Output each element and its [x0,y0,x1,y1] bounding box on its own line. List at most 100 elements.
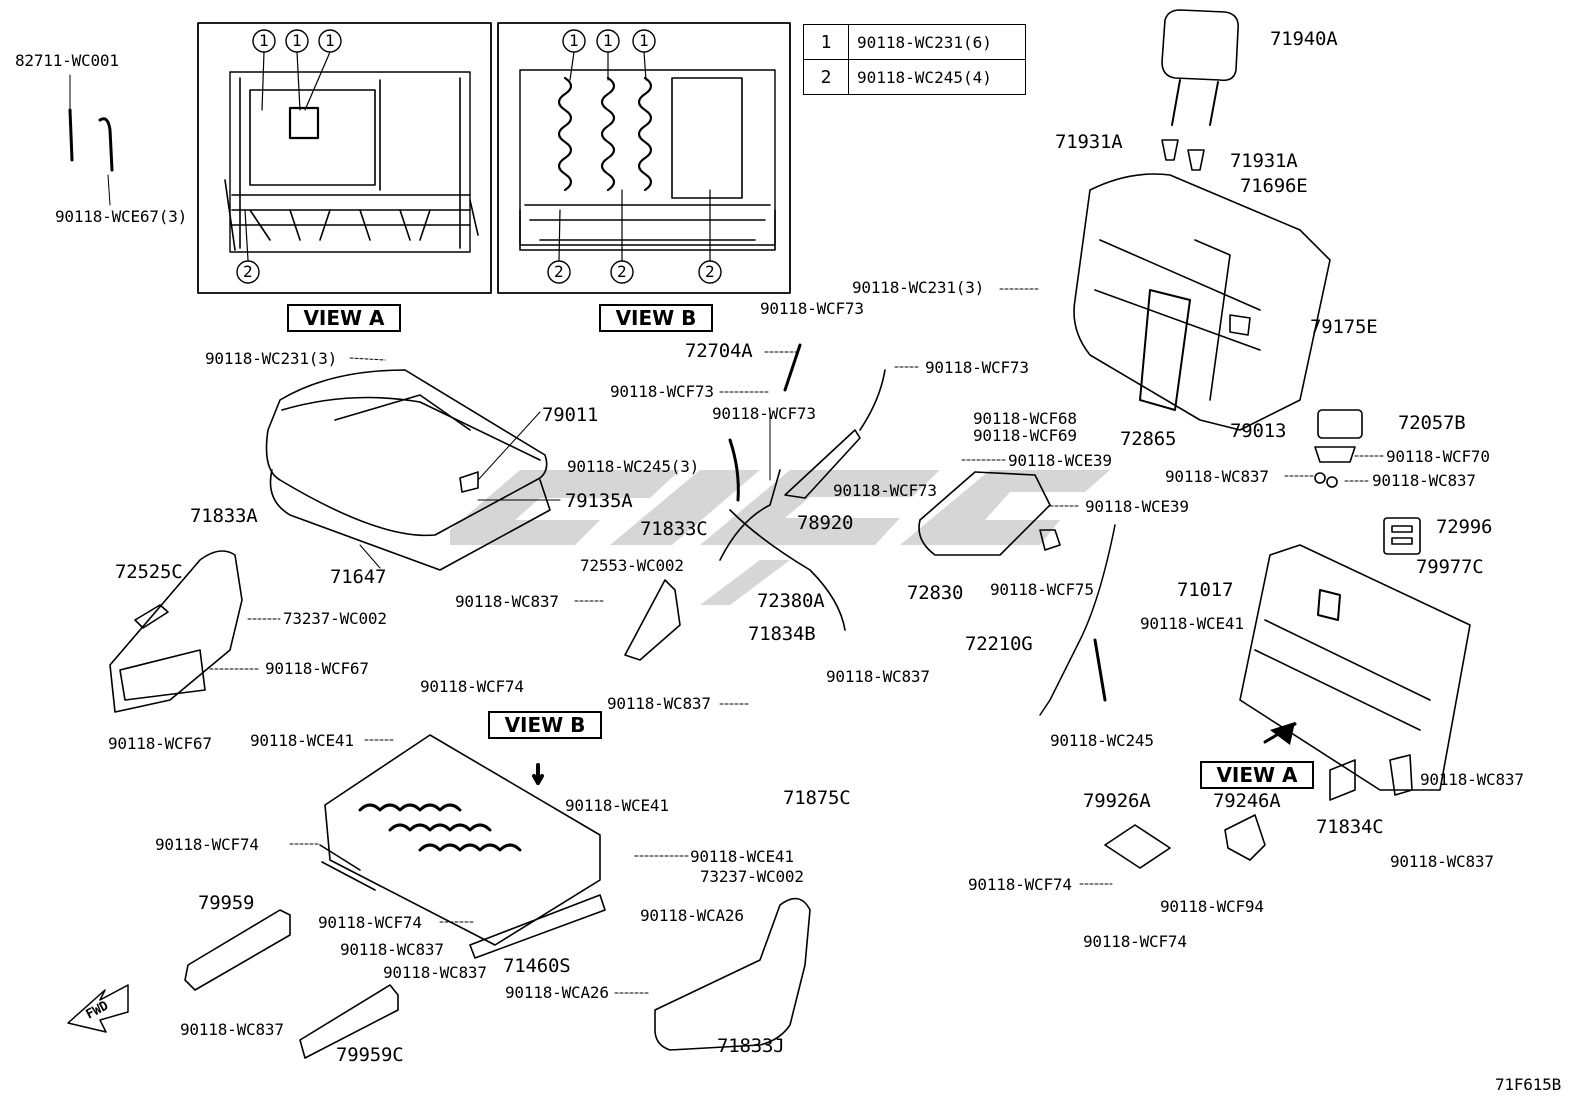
part-label: 90118-WC837 [180,1020,284,1039]
part-label: 79175E [1310,316,1378,338]
part-label: 72525C [115,561,183,583]
callout-mark: 2 [617,262,627,281]
cover-71833c [624,579,681,661]
cable-72380a [719,438,846,631]
leader-lines [209,288,1386,994]
diagram-code: 71F615B [1495,1075,1562,1094]
part-label: 90118-WCF68 [973,409,1077,428]
part-label: 71931A [1230,150,1298,172]
part-label: 90118-WCA26 [640,906,744,925]
seatback-frame [1239,544,1471,801]
part-label: 90118-WC837 [826,667,930,686]
part-label: 72830 [907,582,964,604]
bracket-79959 [184,909,399,1059]
part-label: 90118-WCF67 [108,734,212,753]
headrest [1161,9,1240,171]
view-b-marker: VIEW B [488,711,602,739]
part-label: 90118-WCF73 [833,481,937,500]
part-label: 90118-WCF73 [760,299,864,318]
part-label: 79926A [1083,790,1151,812]
part-label: 79977C [1416,556,1484,578]
pad-72830 [918,471,1061,556]
part-label: 71833C [640,518,708,540]
part-label: 73237-WC002 [700,867,804,886]
part-label: 71017 [1177,579,1234,601]
part-label: 90118-WC837 [340,940,444,959]
part-label: 90118-WCE41 [250,731,354,750]
fwd-arrow [67,984,129,1033]
part-label: 79135A [565,490,633,512]
callout-mark: 1 [569,31,579,50]
part-label: 90118-WC837 [1420,770,1524,789]
part-label: 71696E [1240,175,1308,197]
callout-mark: 1 [292,31,302,50]
part-label: 90118-WCF75 [990,580,1094,599]
part-label: 72704A [685,340,753,362]
legend-key: 1 [803,24,849,60]
part-label: 90118-WC837 [383,963,487,982]
part-72996 [1383,517,1421,555]
part-label: 90118-WC231(3) [852,278,985,297]
part-label: 90118-WCE41 [1140,614,1244,633]
part-label: 90118-WCE41 [565,796,669,815]
part-label: 90118-WC245 [1050,731,1154,750]
part-label: 90118-WCF69 [973,426,1077,445]
screw-82711 [68,74,114,206]
side-cover-71833j [654,897,811,1051]
callout-mark: 1 [259,31,269,50]
part-label: 90118-WCF67 [265,659,369,678]
part-label: 90118-WCE39 [1008,451,1112,470]
part-label: 71834B [748,623,816,645]
part-label: 90118-WCF73 [610,382,714,401]
view-a-label: VIEW A [287,304,401,332]
callout-mark: 1 [603,31,613,50]
part-label: 71834C [1316,816,1384,838]
part-label: 71833J [717,1035,785,1057]
seat-cushion [265,369,561,571]
part-label: 72996 [1436,516,1493,538]
part-label: 82711-WC001 [15,51,119,70]
part-label: 71647 [330,566,387,588]
callout-circles [236,29,722,284]
part-label: 90118-WCA26 [505,983,609,1002]
plates-79926a-79246a [1104,814,1266,869]
part-label: 90118-WC837 [455,592,559,611]
watermark-logo [450,470,1110,605]
part-label: 79011 [542,404,599,426]
legend-part: 90118-WC245(4) [848,59,1026,95]
part-label: 90118-WCE39 [1085,497,1189,516]
part-label: 72865 [1120,428,1177,450]
side-cover-71833a [109,550,243,713]
part-label: 90118-WC837 [1165,467,1269,486]
view-a-marker: VIEW A [1200,761,1314,789]
view-b-label: VIEW B [599,304,713,332]
part-label: 79959 [198,892,255,914]
part-label: 90118-WCF74 [968,875,1072,894]
callout-mark: 2 [554,262,564,281]
cable-72210g [1039,524,1116,716]
callout-mark: 2 [705,262,715,281]
part-label: 72380A [757,590,825,612]
part-label: 90118-WCF74 [318,913,422,932]
part-label: 90118-WC231(3) [205,349,338,368]
legend-row: 1 90118-WC231(6) [803,24,1026,60]
part-label: 71940A [1270,28,1338,50]
part-label: 79959C [336,1044,404,1066]
legend-part: 90118-WC231(6) [848,24,1026,60]
part-label: 72553-WC002 [580,556,684,575]
part-label: 90118-WC837 [1390,852,1494,871]
part-label: 90118-WCF74 [155,835,259,854]
part-label: 79013 [1230,420,1287,442]
seat-frame [319,734,606,959]
callout-mark: 1 [325,31,335,50]
view-a-inset [197,22,492,294]
callout-mark: 2 [243,262,253,281]
part-label: 90118-WCE41 [690,847,794,866]
seatback-cover [1073,173,1331,431]
part-label: 71931A [1055,131,1123,153]
legend-row: 2 90118-WC245(4) [803,59,1026,95]
part-label: 90118-WC245(3) [567,457,700,476]
part-label: 90118-WCF74 [420,677,524,696]
